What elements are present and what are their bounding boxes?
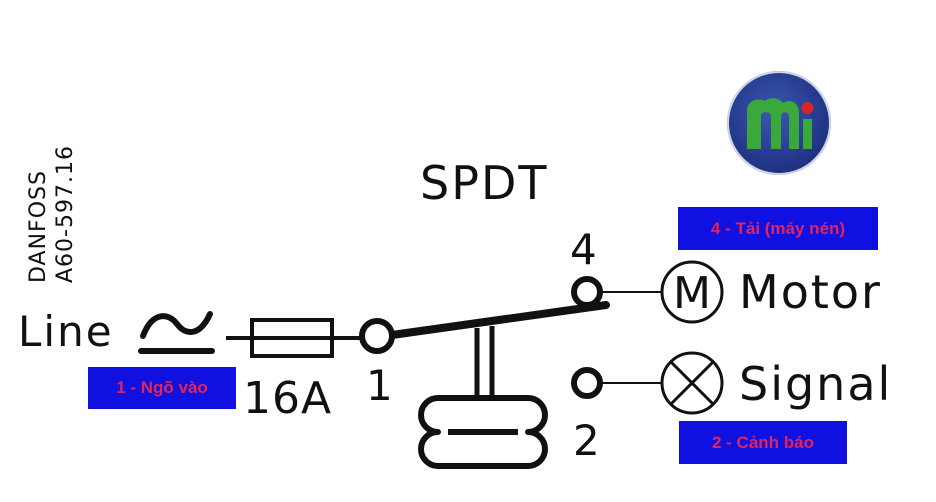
load-badge: 4 - Tải (máy nén) <box>678 207 878 250</box>
fuse-icon <box>250 318 334 358</box>
terminal-4 <box>571 276 603 308</box>
terminal-1 <box>359 318 395 354</box>
manufacturer-name: DANFOSS <box>26 170 51 283</box>
actuator-rods <box>474 326 495 398</box>
mi-logo-mark <box>747 98 814 149</box>
signal-label: Signal <box>739 357 892 411</box>
manufacturer-part: A60-597.16 <box>53 145 78 283</box>
terminal-1-label: 1 <box>366 361 393 410</box>
diagram-title: SPDT <box>420 156 548 210</box>
terminal-2 <box>571 367 603 399</box>
input-badge: 1 - Ngõ vào <box>88 367 236 409</box>
motor-symbol-icon: M <box>660 260 724 324</box>
ac-wave-icon <box>138 311 215 354</box>
motor-symbol-letter: M <box>673 268 711 319</box>
terminal-4-label: 4 <box>570 225 597 274</box>
bellows-icon <box>418 395 548 469</box>
switch-lever <box>388 301 610 339</box>
motor-label: Motor <box>739 265 882 319</box>
terminal-2-label: 2 <box>573 416 600 465</box>
warning-badge: 2 - Cảnh báo <box>679 421 847 464</box>
fuse-rating: 16A <box>243 373 332 424</box>
mi-logo-icon <box>727 71 831 175</box>
lamp-symbol-icon <box>660 351 724 415</box>
line-label: Line <box>18 307 114 356</box>
